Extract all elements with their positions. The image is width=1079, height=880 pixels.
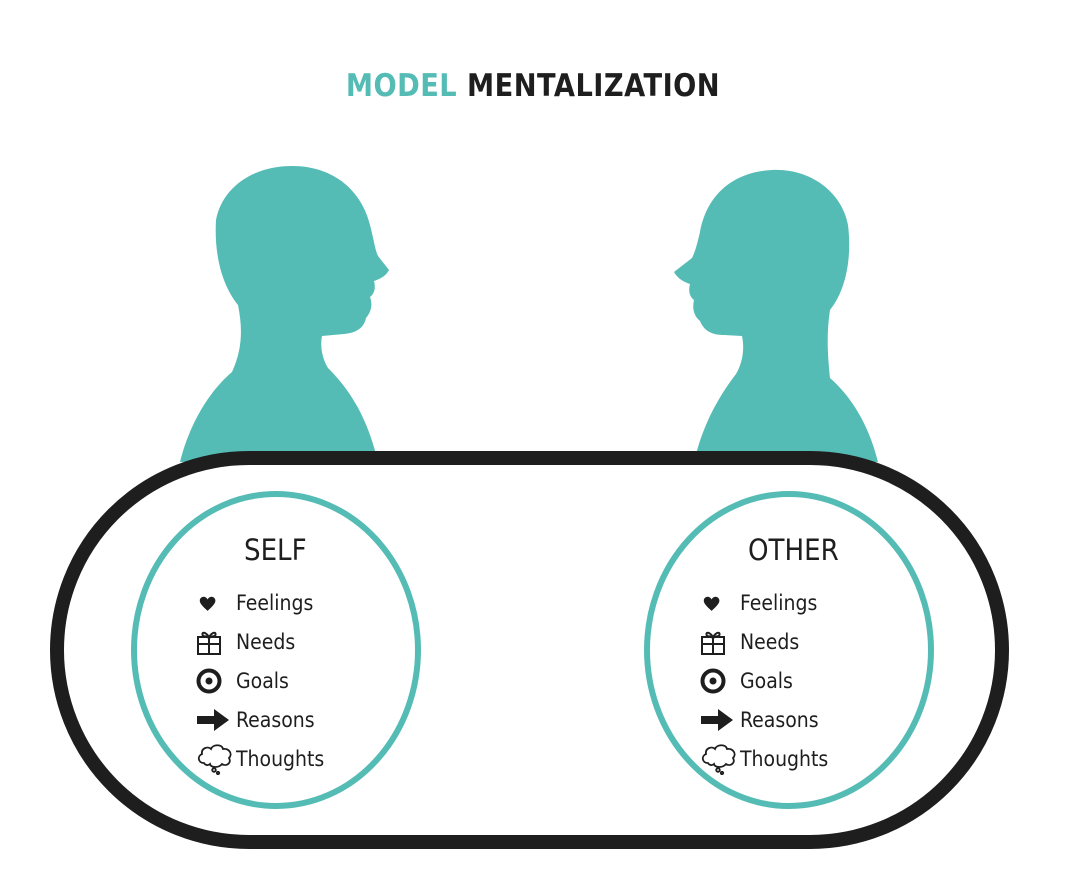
self-item-label: Feelings	[236, 590, 314, 615]
other-circle	[644, 491, 934, 809]
self-item-label: Needs	[236, 629, 296, 654]
gift-icon	[700, 627, 740, 657]
other-item-feelings: Feelings	[700, 583, 870, 622]
self-item-label: Goals	[236, 668, 289, 693]
title-part-mentalization: MENTALIZATION	[467, 68, 721, 104]
heart-icon	[196, 588, 236, 618]
thought-cloud-icon	[196, 743, 236, 775]
other-item-reasons: Reasons	[700, 700, 870, 739]
thought-cloud-icon	[700, 743, 740, 775]
arrow-right-icon	[196, 705, 236, 735]
self-item-needs: Needs	[196, 622, 366, 661]
other-item-needs: Needs	[700, 622, 870, 661]
other-item-label: Feelings	[740, 590, 818, 615]
shared-mind-stadium	[50, 451, 1009, 849]
other-item-goals: Goals	[700, 661, 870, 700]
other-head-silhouette	[674, 169, 878, 462]
self-heading: SELF	[244, 533, 307, 567]
self-item-label: Thoughts	[236, 746, 325, 771]
target-icon	[196, 666, 236, 696]
other-item-label: Needs	[740, 629, 800, 654]
other-item-label: Thoughts	[740, 746, 829, 771]
self-head-silhouette	[180, 166, 389, 462]
gift-icon	[196, 627, 236, 657]
self-panel: SELF Feelings Needs Goals Reasons Though…	[196, 533, 366, 778]
self-item-feelings: Feelings	[196, 583, 366, 622]
other-item-thoughts: Thoughts	[700, 739, 870, 778]
other-heading: OTHER	[748, 533, 839, 567]
heart-icon	[700, 588, 740, 618]
arrow-right-icon	[700, 705, 740, 735]
self-circle	[131, 491, 421, 809]
self-item-reasons: Reasons	[196, 700, 366, 739]
other-item-label: Goals	[740, 668, 793, 693]
other-item-label: Reasons	[740, 707, 819, 732]
self-item-thoughts: Thoughts	[196, 739, 366, 778]
title-part-model: MODEL	[345, 68, 458, 104]
diagram-title: MODEL MENTALIZATION	[64, 68, 1002, 104]
target-icon	[700, 666, 740, 696]
self-item-goals: Goals	[196, 661, 366, 700]
self-item-label: Reasons	[236, 707, 315, 732]
other-panel: OTHER Feelings Needs Goals Reasons Thoug…	[700, 533, 870, 778]
